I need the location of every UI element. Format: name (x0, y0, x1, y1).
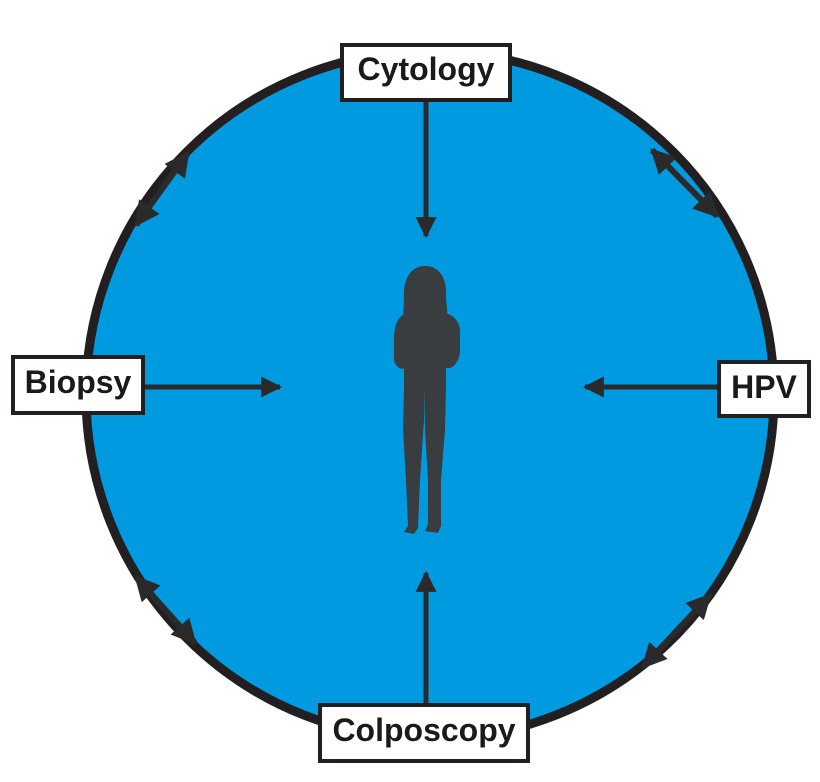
node-biopsy: Biopsy (11, 355, 145, 415)
node-cytology: Cytology (340, 43, 512, 102)
woman-silhouette-icon (394, 266, 460, 534)
rim-arrow-bottom-left (133, 575, 198, 645)
rim-arrow-bottom-right (640, 592, 713, 670)
node-hpv-label: HPV (731, 369, 797, 405)
node-colposcopy: Colposcopy (318, 703, 530, 763)
rim-arrow-top-right (649, 147, 720, 219)
rim-arrow-top-left (133, 150, 191, 228)
node-cytology-label: Cytology (358, 51, 495, 87)
node-colposcopy-label: Colposcopy (332, 712, 515, 748)
node-hpv: HPV (717, 360, 811, 418)
node-biopsy-label: Biopsy (25, 364, 132, 400)
